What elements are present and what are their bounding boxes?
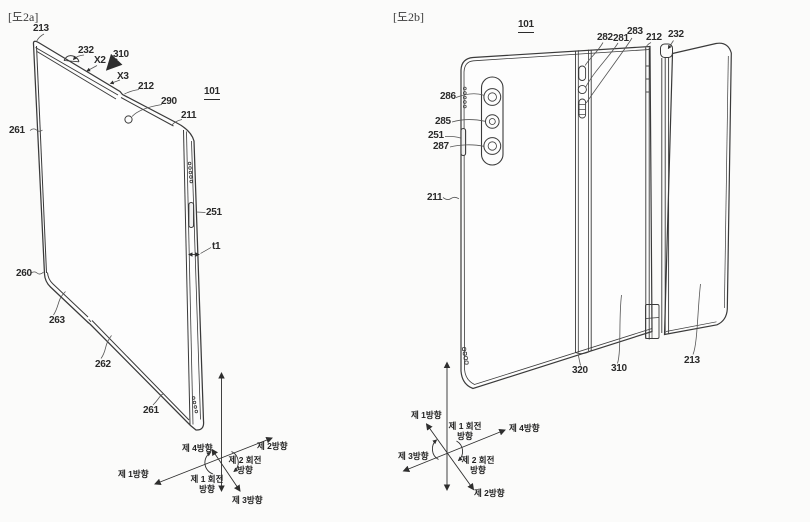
ref-label-262: 262	[95, 359, 111, 370]
fig2b-ref-label-285: 285	[435, 116, 451, 127]
fig2b-ref-label-310: 310	[611, 363, 627, 374]
ref-label-t1: t1	[212, 241, 221, 252]
fig2b-ref-label-287: 287	[433, 141, 449, 152]
fig2b-drawing	[402, 37, 732, 492]
ref-label-261-left: 261	[9, 125, 25, 136]
fig2b-ref-label-211: 211	[427, 192, 443, 203]
fig2a-direction-axes	[154, 371, 273, 493]
fig2a-direction-4-label: 제 4방향	[182, 443, 213, 453]
ref-label-101: 101	[204, 87, 220, 100]
fig2b-rotation-2-label: 제 2 회전 방향	[461, 455, 495, 476]
fig2a-camera-hole	[124, 115, 133, 124]
ref-label-x2: X2	[94, 55, 106, 66]
fig2b-ref-label-282: 282	[597, 32, 613, 43]
ref-label-213: 213	[33, 23, 49, 34]
fig2a-direction-3-label: 제 3방향	[232, 495, 263, 505]
ref-label-290: 290	[161, 96, 177, 107]
fig2a-direction-1-label: 제 1방향	[118, 469, 149, 479]
fig2b-direction-4-label: 제 4방향	[509, 423, 540, 433]
fig2a-drawing	[29, 33, 273, 493]
fig2a-caption: [도2a]	[8, 10, 39, 24]
fig2a-bottom-speaker-holes	[191, 396, 198, 414]
fig2b-hinge-strip	[645, 47, 660, 340]
ref-label-261-bottom: 261	[143, 405, 159, 416]
ref-label-x3: X3	[117, 71, 129, 82]
ref-label-251: 251	[206, 207, 222, 218]
fig2b-rotation-1-label: 제 1 회전 방향	[448, 421, 482, 442]
ref-label-263: 263	[49, 315, 65, 326]
ref-label-211: 211	[181, 110, 197, 121]
fig2b-direction-1-label: 제 1방향	[411, 410, 442, 420]
fig2b-speaker-holes	[461, 347, 469, 365]
fig2b-ref-label-101: 101	[518, 20, 534, 33]
ref-label-310: 310	[113, 49, 129, 60]
fig2b-ref-label-286: 286	[440, 91, 456, 102]
fig2a-rotation-2-label: 제 2 회전 방향	[228, 455, 262, 476]
fig2a-direction-2-label: 제 2방향	[257, 441, 288, 451]
fig2b-direction-axes	[402, 361, 506, 492]
fig2b-direction-2-label: 제 2방향	[474, 488, 505, 498]
fig2b-ref-label-281: 281	[613, 33, 629, 44]
fig2b-folded-edge	[660, 43, 673, 334]
fig2a-side-key	[188, 201, 195, 229]
fig2a-top-speaker-holes	[187, 161, 193, 184]
ref-label-212: 212	[138, 81, 154, 92]
ref-label-232: 232	[78, 45, 94, 56]
fig2b-caption: [도2b]	[393, 10, 425, 24]
fig2b-ref-label-232: 232	[668, 29, 684, 40]
fig2b-ref-label-251: 251	[428, 130, 444, 141]
fig2b-side-key	[460, 127, 467, 157]
fig2b-direction-3-label: 제 3방향	[398, 451, 429, 461]
ref-label-260: 260	[16, 268, 32, 279]
fig2b-ref-label-212: 212	[646, 32, 662, 43]
fig2b-ref-label-213: 213	[684, 355, 700, 366]
fig2b-ref-label-283: 283	[627, 26, 643, 37]
fig2a-rotation-1-label: 제 1 회전 방향	[190, 474, 224, 495]
fig2b-ref-label-320: 320	[572, 365, 588, 376]
